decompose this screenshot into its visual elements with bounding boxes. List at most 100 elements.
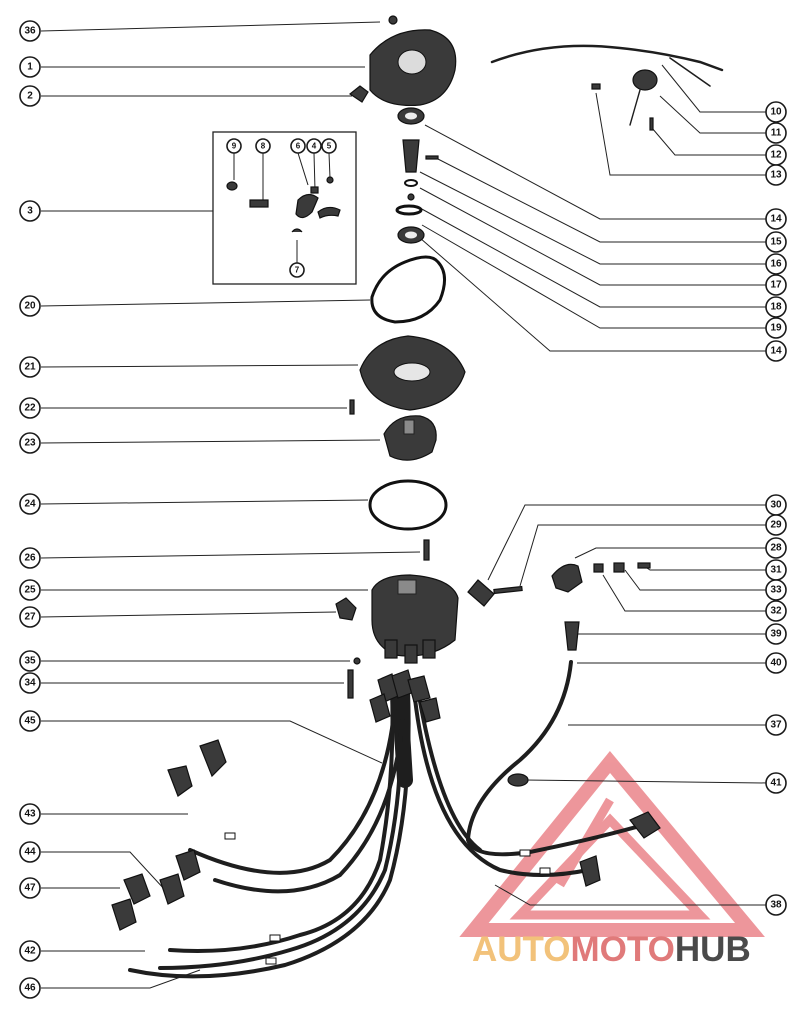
callout-32: 32 bbox=[765, 600, 787, 622]
callout-23: 23 bbox=[19, 432, 41, 454]
svg-text:12: 12 bbox=[770, 150, 782, 161]
callout-14-bottom: 14 bbox=[765, 340, 787, 362]
svg-text:45: 45 bbox=[24, 716, 36, 727]
callout-4: 4 bbox=[306, 138, 322, 154]
callout-10: 10 bbox=[765, 101, 787, 123]
svg-text:4: 4 bbox=[312, 142, 317, 151]
svg-text:41: 41 bbox=[770, 778, 782, 789]
callout-12: 12 bbox=[765, 144, 787, 166]
callout-6: 6 bbox=[290, 138, 306, 154]
callout-35: 35 bbox=[19, 650, 41, 672]
svg-text:19: 19 bbox=[770, 323, 782, 334]
callout-1: 1 bbox=[19, 56, 41, 78]
callout-31: 31 bbox=[765, 559, 787, 581]
svg-text:27: 27 bbox=[24, 612, 36, 623]
callout-30: 30 bbox=[765, 494, 787, 516]
watermark-logo bbox=[459, 750, 765, 937]
elbow-fitting bbox=[335, 597, 357, 621]
housing-plate bbox=[359, 335, 466, 411]
watermark-part-hub: HUB bbox=[674, 930, 751, 969]
svg-text:1: 1 bbox=[27, 62, 33, 73]
svg-text:47: 47 bbox=[24, 883, 36, 894]
svg-text:37: 37 bbox=[770, 720, 782, 731]
svg-text:16: 16 bbox=[770, 259, 782, 270]
svg-text:23: 23 bbox=[24, 438, 36, 449]
callout-18: 18 bbox=[765, 296, 787, 318]
callout-44: 44 bbox=[19, 841, 41, 863]
callout-38: 38 bbox=[765, 894, 787, 916]
svg-text:20: 20 bbox=[24, 301, 36, 312]
svg-text:28: 28 bbox=[770, 543, 782, 554]
svg-text:32: 32 bbox=[770, 606, 782, 617]
callout-27: 27 bbox=[19, 606, 41, 628]
callout-3: 3 bbox=[19, 200, 41, 222]
svg-text:7: 7 bbox=[295, 266, 300, 275]
callout-41: 41 bbox=[765, 772, 787, 794]
callout-28: 28 bbox=[765, 537, 787, 559]
callout-21: 21 bbox=[19, 356, 41, 378]
svg-text:15: 15 bbox=[770, 237, 782, 248]
svg-text:38: 38 bbox=[770, 900, 782, 911]
callout-43: 43 bbox=[19, 803, 41, 825]
gasket bbox=[370, 255, 446, 324]
grommet bbox=[507, 773, 529, 787]
watermark-part-moto: MOTO bbox=[570, 930, 675, 969]
svg-text:33: 33 bbox=[770, 585, 782, 596]
leader-lines bbox=[40, 21, 769, 989]
boot-connector bbox=[629, 811, 661, 839]
callout-22: 22 bbox=[19, 397, 41, 419]
callout-45: 45 bbox=[19, 710, 41, 732]
svg-text:2: 2 bbox=[27, 91, 33, 102]
callout-25: 25 bbox=[19, 579, 41, 601]
svg-text:44: 44 bbox=[24, 847, 36, 858]
callout-20: 20 bbox=[19, 295, 41, 317]
spark-plug-wire-bundle bbox=[111, 669, 601, 979]
svg-text:40: 40 bbox=[770, 658, 782, 669]
callout-17: 17 bbox=[765, 274, 787, 296]
svg-text:17: 17 bbox=[770, 280, 782, 291]
callout-16: 16 bbox=[765, 253, 787, 275]
distributor-cap bbox=[371, 574, 459, 664]
condenser-harness bbox=[490, 44, 724, 131]
svg-text:25: 25 bbox=[24, 585, 36, 596]
svg-text:39: 39 bbox=[770, 629, 782, 640]
svg-text:14: 14 bbox=[770, 214, 782, 225]
callout-33: 33 bbox=[765, 579, 787, 601]
svg-text:18: 18 bbox=[770, 302, 782, 313]
callout-11: 11 bbox=[765, 122, 787, 144]
coil-assembly bbox=[467, 562, 651, 651]
callout-9: 9 bbox=[226, 138, 242, 154]
svg-text:24: 24 bbox=[24, 499, 36, 510]
bolt bbox=[347, 669, 354, 699]
callout-13: 13 bbox=[765, 164, 787, 186]
callout-29: 29 bbox=[765, 514, 787, 536]
callout-19: 19 bbox=[765, 317, 787, 339]
callout-7: 7 bbox=[289, 262, 305, 278]
svg-text:43: 43 bbox=[24, 809, 36, 820]
svg-text:6: 6 bbox=[296, 142, 301, 151]
callout-24: 24 bbox=[19, 493, 41, 515]
inset-box-breaker-assembly bbox=[212, 131, 357, 285]
svg-text:14: 14 bbox=[770, 346, 782, 357]
svg-text:31: 31 bbox=[770, 565, 782, 576]
pin bbox=[423, 539, 430, 561]
svg-text:22: 22 bbox=[24, 403, 36, 414]
svg-text:11: 11 bbox=[771, 128, 782, 139]
shaft-stack bbox=[395, 107, 439, 244]
svg-text:35: 35 bbox=[24, 656, 36, 667]
distributor-top-cap bbox=[348, 15, 457, 107]
o-ring bbox=[368, 479, 448, 531]
svg-text:21: 21 bbox=[24, 362, 36, 373]
callout-37: 37 bbox=[765, 714, 787, 736]
svg-text:5: 5 bbox=[327, 142, 332, 151]
callout-40: 40 bbox=[765, 652, 787, 674]
svg-text:3: 3 bbox=[27, 206, 33, 217]
callout-47: 47 bbox=[19, 877, 41, 899]
callout-36: 36 bbox=[19, 20, 41, 42]
svg-text:29: 29 bbox=[770, 520, 782, 531]
callout-39: 39 bbox=[765, 623, 787, 645]
svg-text:46: 46 bbox=[24, 983, 36, 994]
callout-46: 46 bbox=[19, 977, 41, 999]
callout-26: 26 bbox=[19, 547, 41, 569]
